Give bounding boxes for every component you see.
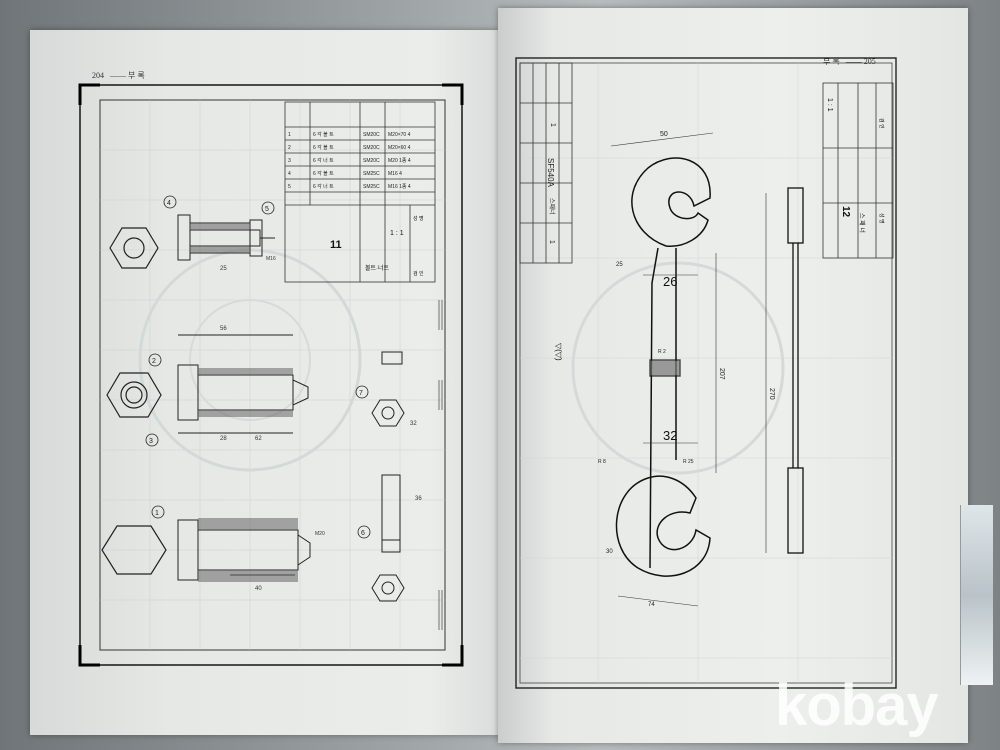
part-row-4-no: 4	[288, 171, 291, 177]
callout-3-label: 3	[149, 438, 153, 445]
left-page-number: 204	[92, 71, 104, 80]
spanner-side-view	[787, 187, 804, 554]
dim-r25: R 25	[683, 459, 694, 465]
dim-270: 270	[768, 388, 775, 400]
callout-5-label: 5	[265, 206, 269, 213]
watermark: kobay	[775, 673, 939, 738]
dim-40: 40	[255, 586, 262, 592]
part-row-3-material: SM20C	[363, 158, 380, 164]
right-drawing-number: 12	[840, 206, 851, 218]
part-row-1-no: 1	[288, 132, 291, 138]
left-page: 204 —— 부 록	[30, 30, 500, 735]
part-row-2-name: 6 각 볼 트	[313, 144, 334, 151]
left-drawing-title: 볼트·너트	[365, 264, 390, 272]
dim-74: 74	[648, 602, 655, 608]
callout-2-label: 2	[152, 358, 156, 365]
callout-5-circle	[261, 201, 275, 215]
dim-r2: R 2	[658, 349, 666, 355]
part-row-2-no: 2	[288, 145, 291, 151]
dim-32-right: 32	[663, 428, 677, 443]
finish-mark: ▽(▽)	[554, 343, 563, 361]
right-scale: 1 : 1	[826, 98, 833, 112]
spanner-handle-left	[649, 247, 659, 569]
part-row-4-material: SM25C	[363, 171, 380, 177]
part-row-4-note: M16 4	[388, 171, 402, 177]
part-row-3-no: 3	[288, 158, 291, 164]
callout-1-circle	[151, 505, 165, 519]
callout-7-label: 7	[359, 390, 363, 397]
right-header-section: 부 록	[823, 57, 840, 66]
dim-50: 50	[660, 131, 668, 138]
callout-1-label: 1	[155, 510, 159, 517]
left-label-name: 성 명	[413, 215, 424, 222]
part-row-1-name: 6 각 볼 트	[313, 131, 334, 138]
part-row-3-name: 6 각 너 트	[313, 157, 334, 164]
right-part-material: SF540A	[546, 158, 555, 188]
callout-4-label: 4	[167, 200, 171, 207]
callout-3-circle	[145, 433, 159, 447]
part-row-5-name: 6 각 너 트	[313, 183, 334, 190]
adjacent-photo-edge	[960, 505, 993, 685]
left-header: 204 —— 부 록	[92, 71, 145, 80]
dim-36: 36	[415, 496, 422, 502]
callout-7-circle	[355, 385, 369, 399]
dim-30: 30	[606, 549, 613, 555]
part-row-5-material: SM25C	[363, 184, 380, 190]
spanner-upper-jaw	[631, 157, 711, 247]
right-part-qty: 1	[549, 123, 556, 127]
callout-6-circle	[357, 525, 371, 539]
right-part-no: 1	[548, 240, 555, 244]
dim-207: 207	[718, 368, 725, 380]
right-drawing-title: 스 패 너	[858, 213, 866, 233]
dim-26: 26	[663, 274, 677, 289]
part-row-2-material: SM20C	[363, 145, 380, 151]
left-drawing-number: 11	[330, 239, 342, 251]
left-scale: 1 : 1	[390, 230, 404, 237]
part-row-5-note: M16 1종 4	[388, 184, 411, 190]
dim-m20: M20	[315, 531, 325, 537]
spanner-grip	[649, 359, 681, 377]
part-row-1-note: M20×70 4	[388, 132, 411, 138]
right-page-number: 205	[863, 57, 876, 66]
spanner-lower-jaw	[615, 475, 711, 577]
dim-25-right: 25	[616, 262, 623, 268]
dim-32: 32	[410, 421, 417, 427]
callout-6-label: 6	[361, 530, 365, 537]
part-row-2-note: M20×60 4	[388, 145, 411, 151]
right-part-name: 스패너	[548, 198, 556, 215]
dim-56: 56	[220, 326, 227, 332]
right-page: 부 록 —— 205 1 SF540A 스패너 1	[498, 8, 968, 743]
dim-25: 25	[220, 266, 227, 272]
right-header: 부 록 —— 205	[823, 57, 876, 66]
right-label-check: 검 인	[878, 118, 885, 129]
dim-r8: R 8	[598, 459, 606, 465]
dim-28: 28	[220, 436, 227, 442]
left-label-check: 검 인	[413, 270, 424, 277]
left-header-section: 부 록	[128, 71, 145, 80]
right-label-name: 성 명	[878, 213, 885, 224]
dim-62: 62	[255, 436, 262, 442]
callout-2-circle	[148, 353, 162, 367]
part-row-5-no: 5	[288, 184, 291, 190]
part-row-4-name: 6 각 볼 트	[313, 170, 334, 177]
part-row-3-note: M20 1종 4	[388, 158, 411, 164]
spanner-drawing: 1 SF540A 스패너 1 12 스 패 너 1 : 1 검 인 성 명	[515, 57, 897, 689]
bolt-nut-drawing: 1 6 각 볼 트 SM20C M20×70 4 2 6 각 볼 트 SM20C…	[78, 83, 464, 667]
part-row-1-material: SM20C	[363, 132, 380, 138]
callout-4-circle	[163, 195, 177, 209]
dim-m16: M16	[266, 256, 276, 262]
